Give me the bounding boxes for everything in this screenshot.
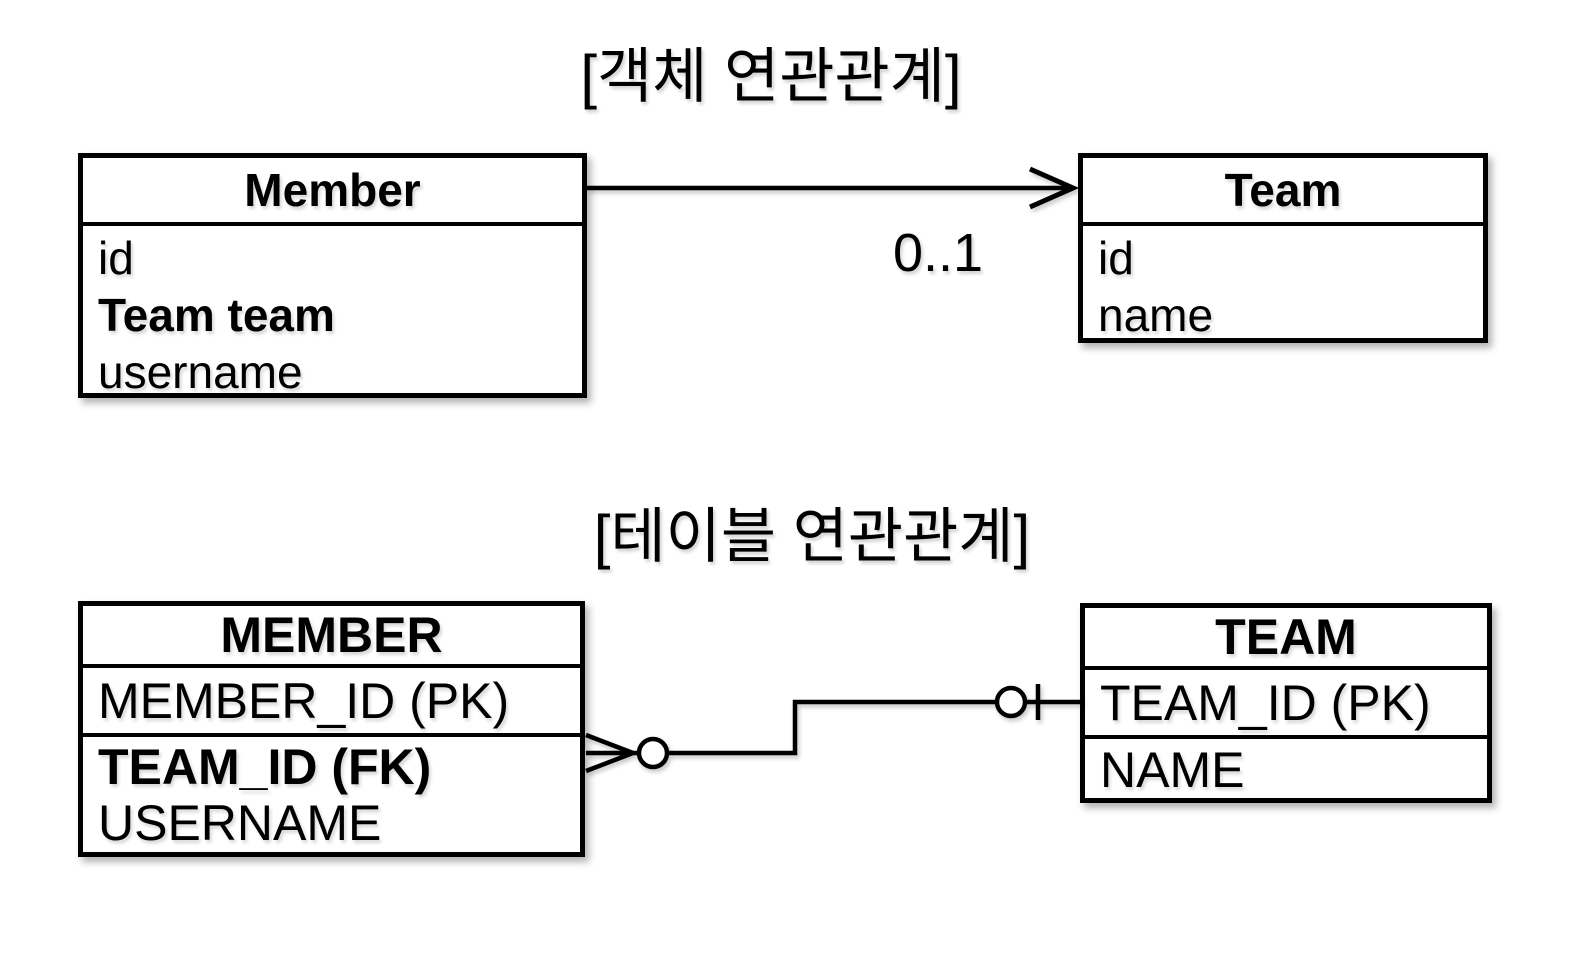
team-attribute-name: name xyxy=(1098,289,1214,341)
relationship-line xyxy=(633,699,1082,756)
member-attribute-username: username xyxy=(98,346,303,398)
team-table-pk-row: TEAM_ID (PK) xyxy=(1100,674,1431,731)
member-table-fk-row: TEAM_ID (FK) xyxy=(98,739,432,795)
member-table-pk-row: MEMBER_ID (PK) xyxy=(98,672,510,729)
table-relationship xyxy=(585,684,1082,774)
object-diagram-title: [객체 연관관계] xyxy=(580,43,962,110)
member-class-box: Member id Team team username xyxy=(78,153,587,398)
team-table-name-row: NAME xyxy=(1100,741,1245,798)
team-attribute-id: id xyxy=(1098,232,1134,284)
table-diagram-title: [테이블 연관관계] xyxy=(593,503,1031,570)
association-multiplicity-label: 0..1 xyxy=(893,223,984,283)
team-table-box: TEAM TEAM_ID (PK) NAME xyxy=(1080,603,1492,803)
team-class-title: Team xyxy=(1083,158,1483,226)
open-arrowhead-icon xyxy=(1028,166,1080,210)
optional-circle-icon-member xyxy=(636,736,670,770)
team-class-box: Team id name xyxy=(1078,153,1488,343)
member-table-title: MEMBER xyxy=(83,606,580,668)
association-arrow xyxy=(587,166,1080,210)
member-class-title: Member xyxy=(83,158,582,226)
member-table-username-row: USERNAME xyxy=(98,795,382,851)
member-table-box: MEMBER MEMBER_ID (PK) TEAM_ID (FK) USERN… xyxy=(78,601,585,857)
member-attribute-id: id xyxy=(98,232,134,284)
optional-circle-icon-team xyxy=(994,685,1028,719)
member-attribute-team: Team team xyxy=(98,289,335,341)
crow-foot-many-icon xyxy=(585,732,634,774)
team-table-title: TEAM xyxy=(1085,608,1487,670)
